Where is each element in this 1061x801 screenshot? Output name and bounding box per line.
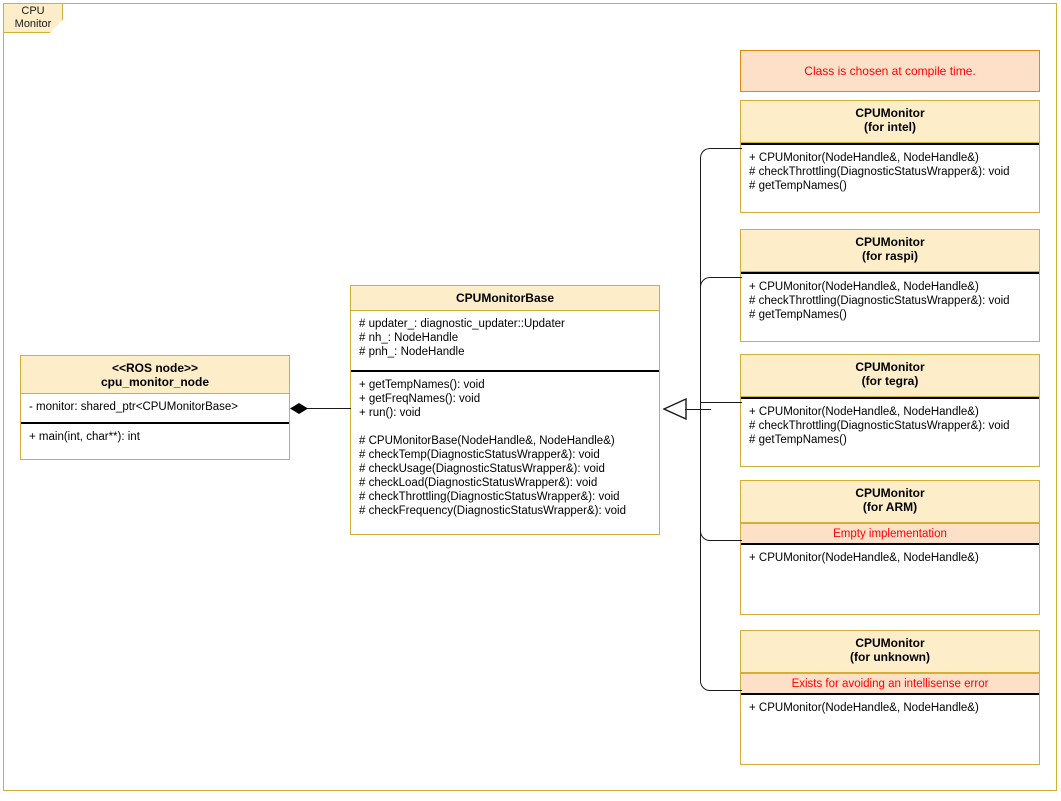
association-line-node-base [307,408,351,409]
class-operations-cpumonitor-unknown: + CPUMonitor(NodeHandle&, NodeHandle&) [749,702,979,714]
class-title-cpumonitor-tegra: CPUMonitor (for tegra) [741,355,1039,397]
class-operations-cpumonitor-tegra: + CPUMonitor(NodeHandle&, NodeHandle&) #… [741,397,1039,466]
class-title-cpumonitor-arm: CPUMonitor (for ARM) [741,481,1039,523]
class-box-cpumonitor-raspi[interactable]: CPUMonitor (for raspi) + CPUMonitor(Node… [740,229,1040,342]
class-operations-cpu-monitor-node: + main(int, char**): int [21,422,289,459]
class-box-cpumonitor-unknown[interactable]: CPUMonitor (for unknown) Exists for avoi… [740,630,1040,765]
class-operations-cpumonitorbase: + getTempNames(): void + getFreqNames():… [351,370,659,534]
class-title-cpumonitorbase: CPUMonitorBase [351,286,659,311]
package-frame-tab-label: CPU Monitor [14,5,52,30]
generalization-branch-raspi [700,277,742,410]
class-operations-cpumonitor-intel: + CPUMonitor(NodeHandle&, NodeHandle&) #… [741,143,1039,212]
class-note-cpumonitor-unknown: Exists for avoiding an intellisense erro… [741,673,1039,695]
class-note-cpumonitor-arm: Empty implementation [741,523,1039,545]
class-attributes-cpu-monitor-node: - monitor: shared_ptr<CPUMonitorBase> [29,401,239,413]
class-box-cpumonitor-intel[interactable]: CPUMonitor (for intel) + CPUMonitor(Node… [740,100,1040,213]
generalization-branch-unknown [700,409,742,691]
package-frame-tab: CPU Monitor [3,3,63,33]
generalization-branch-tegra [700,402,742,403]
package-frame [3,3,1057,791]
note-compile-time: Class is chosen at compile time. [740,50,1040,92]
class-box-cpumonitor-tegra[interactable]: CPUMonitor (for tegra) + CPUMonitor(Node… [740,354,1040,467]
generalization-branch-intel [700,148,742,410]
class-operations-cpumonitor-arm: + CPUMonitor(NodeHandle&, NodeHandle&) [749,552,979,564]
class-title-cpu-monitor-node: <<ROS node>> cpu_monitor_node [21,356,289,394]
class-title-cpumonitor-raspi: CPUMonitor (for raspi) [741,230,1039,272]
class-operations-cpumonitor-raspi: + CPUMonitor(NodeHandle&, NodeHandle&) #… [741,272,1039,341]
class-title-cpumonitor-intel: CPUMonitor (for intel) [741,101,1039,143]
composition-diamond [290,403,308,414]
class-box-cpumonitorbase[interactable]: CPUMonitorBase # updater_: diagnostic_up… [350,285,660,535]
class-title-cpumonitor-unknown: CPUMonitor (for unknown) [741,631,1039,673]
class-box-cpu-monitor-node[interactable]: <<ROS node>> cpu_monitor_node - monitor:… [20,355,290,460]
generalization-stub [685,409,711,410]
note-compile-time-text: Class is chosen at compile time. [804,64,976,78]
class-box-cpumonitor-arm[interactable]: CPUMonitor (for ARM) Empty implementatio… [740,480,1040,615]
class-attributes-cpumonitorbase: # updater_: diagnostic_updater::Updater … [359,318,565,359]
